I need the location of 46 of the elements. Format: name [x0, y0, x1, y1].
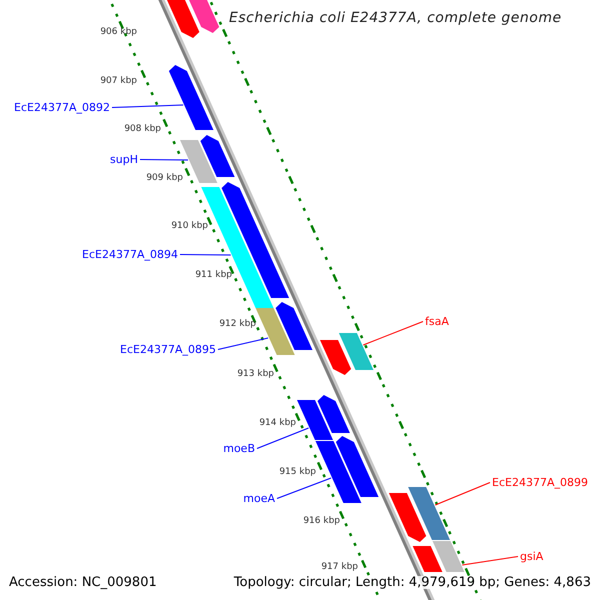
leader-line	[140, 159, 188, 160]
scale-label: 917 kbp	[321, 563, 358, 572]
gene-label: EcE24377A_0895	[120, 344, 216, 355]
scale-label: 913 kbp	[237, 370, 274, 379]
gene-feature	[320, 340, 352, 375]
gene-feature	[316, 441, 362, 503]
gene-feature	[256, 308, 295, 355]
scale-label: 908 kbp	[124, 125, 161, 134]
leader-line	[112, 104, 184, 108]
scale-label: 907 kbp	[100, 77, 137, 86]
leader-line	[462, 556, 518, 566]
gene-label: moeB	[223, 443, 255, 454]
leader-line	[256, 428, 310, 449]
accession-text: Accession: NC_009801	[9, 576, 157, 589]
gene-label: EcE24377A_0899	[492, 477, 588, 488]
scale-label: 909 kbp	[146, 174, 183, 183]
gene-feature	[276, 302, 312, 350]
leader-line	[180, 254, 232, 256]
gene-feature	[408, 487, 450, 540]
leader-line	[434, 482, 490, 506]
scale-label: 910 kbp	[171, 222, 208, 231]
gene-feature	[338, 333, 374, 370]
gene-label: EcE24377A_0892	[14, 102, 110, 113]
gene-feature	[168, 65, 214, 130]
gene-label: EcE24377A_0894	[82, 249, 178, 260]
gene-feature	[297, 400, 333, 440]
gene-feature	[200, 135, 235, 177]
leader-line	[362, 321, 424, 346]
gene-feature	[388, 493, 426, 542]
leader-line	[276, 478, 332, 499]
gene-label: fsaA	[425, 316, 449, 327]
gene-feature	[412, 546, 442, 572]
scale-label: 906 kbp	[100, 28, 137, 37]
scale-label: 916 kbp	[303, 517, 340, 526]
scale-label: 915 kbp	[279, 468, 316, 477]
gene-feature	[336, 436, 379, 497]
scale-label: 911 kbp	[195, 271, 232, 280]
scale-label: 914 kbp	[259, 419, 296, 428]
gene-label: moeA	[243, 493, 275, 504]
gene-label: gsiA	[520, 551, 544, 562]
scale-label: 912 kbp	[219, 320, 256, 329]
gene-feature	[432, 541, 464, 572]
leader-line	[218, 338, 269, 350]
gene-label: supH	[110, 154, 138, 165]
genome-info-text: Topology: circular; Length: 4,979,619 bp; Genes: 4,863	[234, 576, 591, 589]
gene-feature	[318, 395, 350, 433]
